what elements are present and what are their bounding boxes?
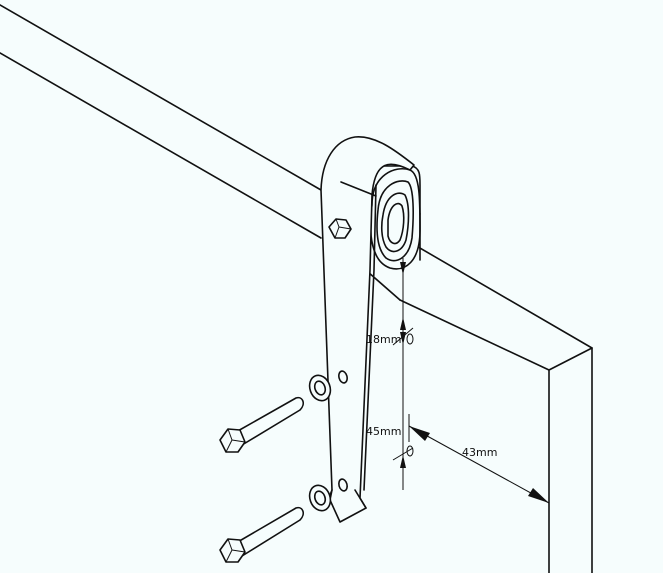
door-panel bbox=[399, 243, 593, 573]
dim-label-hole-to-edge: 43mm bbox=[462, 446, 498, 459]
roller-wheel bbox=[369, 165, 421, 270]
bolt-lower bbox=[219, 506, 305, 563]
washer-upper bbox=[308, 374, 332, 402]
hex-nut bbox=[328, 218, 352, 239]
washer-lower bbox=[308, 484, 332, 512]
dimension-lines bbox=[392, 258, 550, 504]
dim-label-rail-to-hole: 18mm bbox=[366, 333, 402, 346]
dim-label-hole-spacing: 45mm bbox=[366, 425, 402, 438]
bolt-upper bbox=[219, 396, 305, 453]
